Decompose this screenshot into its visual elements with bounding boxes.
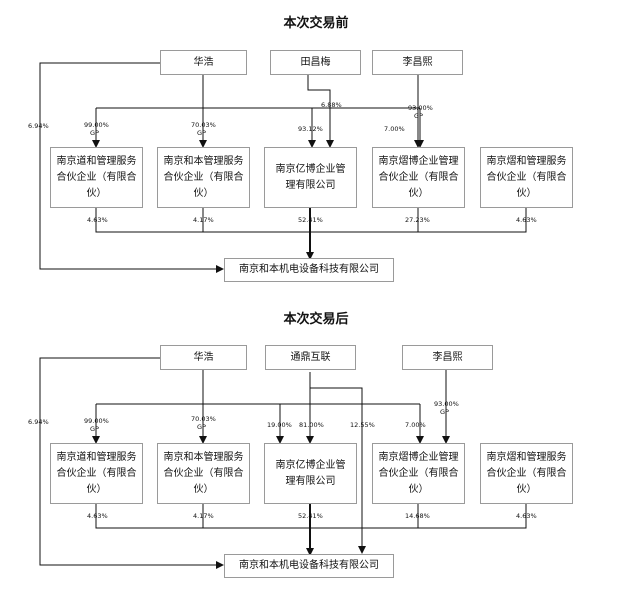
pct-hh-heben-after: 70.03% <box>191 415 216 423</box>
gp-hh-heben-after: GP <box>197 423 206 431</box>
line-td-direct-after <box>310 387 366 554</box>
pct-yibo2-target-after: 14.68% <box>405 512 430 520</box>
shareholder-lichangxi-after: 李昌熙 <box>402 345 493 370</box>
pct-lcx-yibo2-before: 93.00% <box>408 104 433 112</box>
line-tcm-before <box>307 75 334 148</box>
pct-daohe-target-before: 4.63% <box>87 216 108 224</box>
pct-td-yibo-after: 81.00% <box>299 421 324 429</box>
shareholder-tongding: 通鼎互联 <box>265 345 356 370</box>
entity-yihe-before: 南京熠和管理服务合伙企业（有限合伙） <box>480 147 573 208</box>
entity-yibo-partnership-before: 南京熠博企业管理合伙企业（有限合伙） <box>372 147 465 208</box>
target-company-after: 南京和本机电设备科技有限公司 <box>224 554 394 578</box>
gp-hh-daohe-before: GP <box>90 129 99 137</box>
entity-heben-before: 南京和本管理服务合伙企业（有限合伙） <box>157 147 250 208</box>
pct-hh-yibo-after: 19.00% <box>267 421 292 429</box>
pct-heben-target-before: 4.17% <box>193 216 214 224</box>
pct-hh-yibo-before: 93.12% <box>298 125 323 133</box>
shareholder-huahao-before: 华浩 <box>160 50 247 75</box>
pct-tcm-yibo-before: 6.88% <box>321 101 342 109</box>
pct-huahao-direct-before: 6.94% <box>28 122 49 130</box>
pct-daohe-target-after: 4.63% <box>87 512 108 520</box>
pct-lcx-yibo2-after: 93.00% <box>434 400 459 408</box>
pct-td-direct-after: 12.55% <box>350 421 375 429</box>
shareholder-tianchangmei: 田昌梅 <box>270 50 361 75</box>
pct-yihe-target-after: 4.63% <box>516 512 537 520</box>
pct-hh-daohe-before: 99.00% <box>84 121 109 129</box>
pct-yihe-target-before: 4.63% <box>516 216 537 224</box>
gp-hh-daohe-after: GP <box>90 425 99 433</box>
pct-huahao-direct-after: 6.94% <box>28 418 49 426</box>
diagram-title-before: 本次交易前 <box>283 16 349 31</box>
entity-yibo-partnership-after: 南京熠博企业管理合伙企业（有限合伙） <box>372 443 465 504</box>
entity-yibo-before: 南京亿博企业管理有限公司 <box>264 147 357 208</box>
line-huahao-direct-before <box>39 62 224 273</box>
entity-heben-after: 南京和本管理服务合伙企业（有限合伙） <box>157 443 250 504</box>
entity-daohe-before: 南京道和管理服务合伙企业（有限合伙） <box>50 147 143 208</box>
target-company-before: 南京和本机电设备科技有限公司 <box>224 258 394 282</box>
pct-yibo-target-before: 52.41% <box>298 216 323 224</box>
shareholder-huahao-after: 华浩 <box>160 345 247 370</box>
pct-hh-heben-before: 70.03% <box>191 121 216 129</box>
pct-hh-daohe-after: 99.00% <box>84 417 109 425</box>
diagram-title-after: 本次交易后 <box>283 312 349 327</box>
gp-lcx-yibo2-after: GP <box>440 408 449 416</box>
gp-lcx-yibo2-before: GP <box>414 112 423 120</box>
line-huahao-direct-after <box>39 357 224 569</box>
entity-yihe-after: 南京熠和管理服务合伙企业（有限合伙） <box>480 443 573 504</box>
pct-tcm-yibo2-before: 7.00% <box>384 125 405 133</box>
shareholder-lichangxi-before: 李昌熙 <box>372 50 463 75</box>
pct-yibo-target-after: 52.41% <box>298 512 323 520</box>
gp-hh-heben-before: GP <box>197 129 206 137</box>
pct-td-yibo2-after: 7.00% <box>405 421 426 429</box>
entity-yibo-after: 南京亿博企业管理有限公司 <box>264 443 357 504</box>
pct-yibo2-target-before: 27.23% <box>405 216 430 224</box>
entity-daohe-after: 南京道和管理服务合伙企业（有限合伙） <box>50 443 143 504</box>
pct-heben-target-after: 4.17% <box>193 512 214 520</box>
